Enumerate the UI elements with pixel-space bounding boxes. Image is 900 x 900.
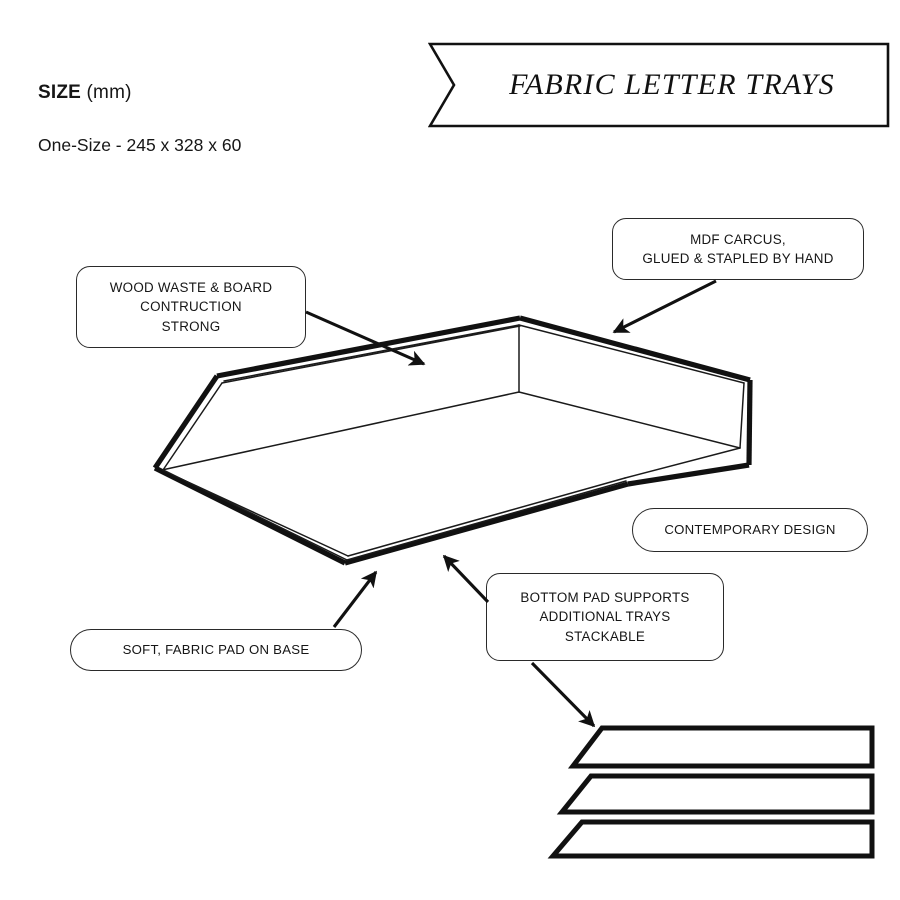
callout-soft-fabric-pad-label: SOFT, FABRIC PAD ON BASE	[122, 641, 310, 657]
size-heading: SIZE (mm)	[38, 82, 368, 105]
arrow-bottom-pad-to-stack	[530, 661, 596, 728]
inner-rim-back-left	[223, 324, 520, 382]
inner-right-wall	[739, 382, 745, 449]
stacked-pad-3	[547, 819, 875, 859]
arrow-wood-waste	[305, 310, 426, 366]
stacked-pad-2	[556, 773, 875, 815]
offset-front-left-edge	[162, 469, 348, 561]
inner-floor-back-right	[518, 391, 741, 449]
offset-rim-back-left	[221, 325, 521, 384]
size-block: SIZE (mm) One-Size - 245 x 328 x 60	[38, 82, 368, 157]
title-banner-shape	[428, 42, 890, 128]
outer-right-wall	[746, 379, 753, 466]
callout-wood-waste-label: WOOD WASTE & BOARD CONTRUCTION STRONG	[109, 280, 273, 334]
outer-rim-back-left	[216, 315, 521, 379]
callout-contemporary-design-label: CONTEMPORARY DESIGN	[664, 521, 836, 537]
outer-front-right-edge	[344, 481, 629, 566]
callout-mdf-carcus[interactable]: MDF CARCUS, GLUED & STAPLED BY HAND	[612, 218, 864, 280]
callout-soft-fabric-pad[interactable]: SOFT, FABRIC PAD ON BASE	[70, 629, 362, 671]
callout-bottom-pad-label: BOTTOM PAD SUPPORTS ADDITIONAL TRAYS STA…	[520, 590, 690, 644]
outer-front-lip-slope	[627, 462, 750, 487]
offset-left-slope	[162, 382, 223, 471]
inner-rim-back-right	[518, 324, 745, 384]
offset-front-right-edge	[346, 480, 627, 561]
callout-mdf-carcus-label: MDF CARCUS, GLUED & STAPLED BY HAND	[642, 231, 834, 266]
stacked-pads	[547, 725, 875, 859]
outer-rim-back-right	[519, 315, 751, 383]
stacked-pad-1	[567, 725, 875, 769]
arrow-mdf-carcus	[612, 279, 717, 334]
letter-tray-drawing	[152, 315, 753, 566]
title-text: FABRIC LETTER TRAYS	[509, 68, 835, 101]
inner-floor-front-right	[347, 477, 626, 557]
size-heading-unit: (mm)	[81, 82, 132, 103]
size-value: One-Size - 245 x 328 x 60	[38, 134, 242, 155]
inner-floor-back-left	[161, 391, 520, 471]
callout-bottom-pad[interactable]: BOTTOM PAD SUPPORTS ADDITIONAL TRAYS STA…	[486, 573, 724, 661]
arrow-soft-fabric-pad	[332, 570, 378, 628]
callout-wood-waste[interactable]: WOOD WASTE & BOARD CONTRUCTION STRONG	[76, 266, 306, 348]
outer-left-slope	[152, 374, 220, 470]
inner-front-lip-right	[624, 447, 741, 479]
title-banner: FABRIC LETTER TRAYS	[428, 42, 890, 128]
callout-contemporary-design[interactable]: CONTEMPORARY DESIGN	[632, 508, 868, 552]
arrow-bottom-pad-to-tray	[442, 554, 490, 604]
outer-front-left-edge	[153, 465, 347, 566]
size-heading-strong: SIZE	[38, 82, 82, 103]
